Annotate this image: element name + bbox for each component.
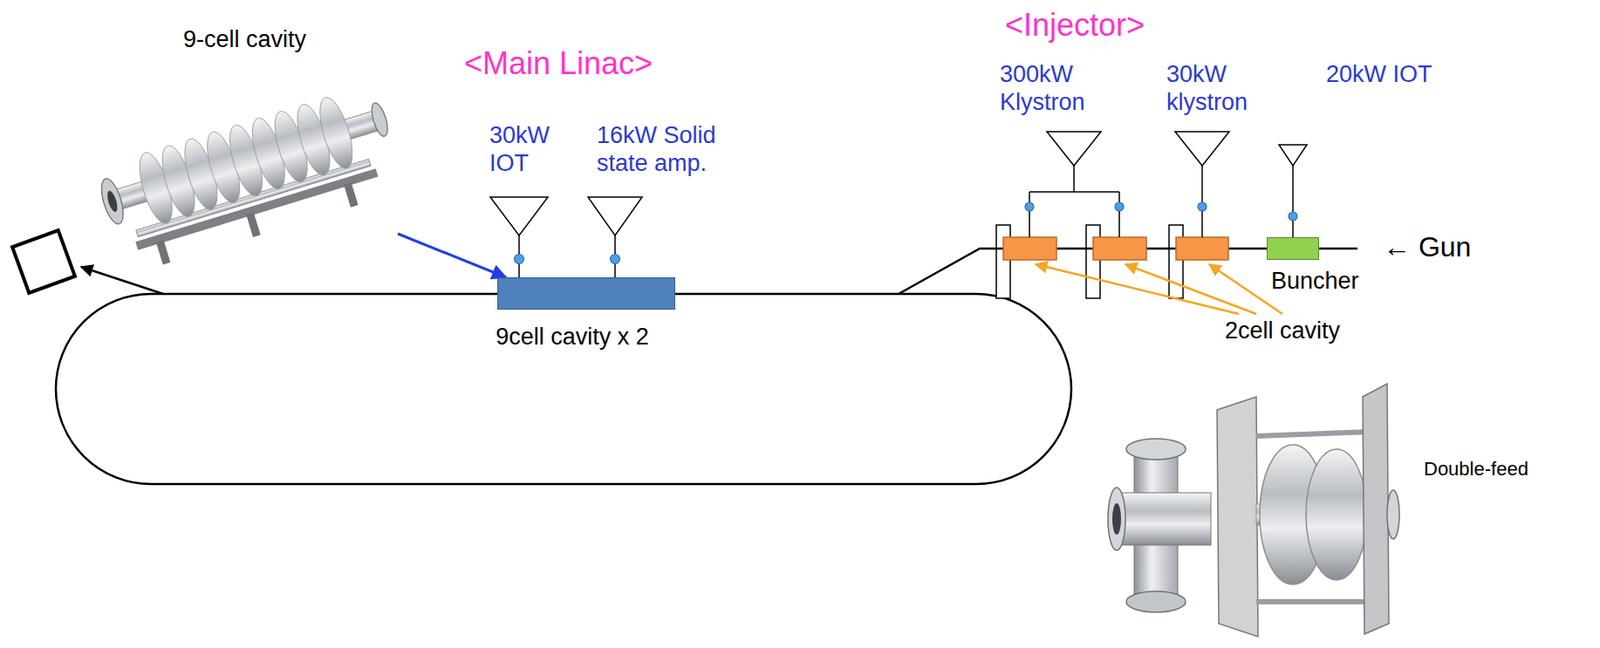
output-target: [12, 230, 76, 294]
amplifier-symbol: 300kW Klystron: [999, 61, 1103, 166]
amplifier-triangle: [1046, 130, 1102, 166]
pointer-arrow-part: [1035, 264, 1239, 315]
beam-loop: [55, 294, 1072, 485]
two-cell-cavity-picture-part: [1362, 383, 1389, 635]
amplifier-triangle: [587, 196, 643, 236]
coupler-dot: [1025, 202, 1207, 212]
amplifier-triangle-outline: [1278, 144, 1307, 166]
pointer-arrow-part: [1125, 264, 1257, 315]
pointer-arrow: [397, 233, 506, 278]
amplifier-triangle-outline: [588, 197, 643, 236]
coupler-dot: [514, 211, 1299, 265]
buncher-cavity: Buncher: [1266, 237, 1320, 260]
amplifier-label: 300kW Klystron: [999, 61, 1101, 117]
amplifier-symbol: 16kW Solid state amp.: [587, 122, 736, 236]
two-cell-cavity-picture-part: [1387, 490, 1400, 540]
nine-cell-cavity-picture-part: [313, 94, 359, 172]
amplifier-triangle-outline: [490, 197, 548, 236]
cavity-photo: 9-cell cavity: [91, 26, 398, 249]
section-title: <Injector>: [1005, 6, 1145, 44]
part-label: 2cell cavity: [1224, 317, 1341, 346]
coupler-dot-part: [1197, 202, 1207, 212]
amplifier-symbol: 30kW IOT: [489, 122, 561, 236]
nine-cell-cavity-picture-part: [105, 189, 120, 213]
photo-caption: Double-feed: [1423, 458, 1529, 481]
amplifier-label: 20kW IOT: [1326, 61, 1433, 89]
coupler-dot-part: [514, 254, 525, 265]
two-cell-cavity-picture-part: [1256, 599, 1372, 605]
coupler-dot-part: [1025, 202, 1034, 212]
nine-cell-cavity-picture-part: [343, 182, 359, 207]
amplifier-symbol: 30kW klystron: [1166, 61, 1267, 166]
amplifier-triangle-outline: [1046, 131, 1101, 166]
coupler-dot-part: [610, 254, 621, 265]
coupler-plate-part: [1169, 225, 1183, 299]
rf-feed-wire: [1029, 165, 1203, 238]
amplifier-label: 30kW IOT: [489, 122, 560, 178]
rf-feed-wire-part: [1201, 165, 1204, 238]
two-cell-cavity-picture-part: [1126, 438, 1186, 460]
two-cell-cavity-picture-part: [1112, 503, 1122, 535]
amplifier-triangle: [1174, 130, 1231, 166]
cavity-label: 9cell cavity x 2: [445, 323, 699, 352]
amplifier-symbol: 20kW IOT: [1278, 61, 1453, 166]
rf-feed-wire-part: [1029, 165, 1120, 238]
source-label: ← Gun: [1382, 231, 1471, 265]
two-cell-cavity-part: [1093, 237, 1147, 260]
main-linac-cavity: 9cell cavity x 2: [497, 277, 676, 310]
two-cell-cavity-picture-part: [1256, 431, 1372, 437]
amplifier-triangle-outline: [1175, 131, 1230, 166]
nine-cell-cavity-picture-part: [369, 101, 391, 138]
coupler-plate-part: [1086, 225, 1101, 299]
coupler-dot-part: [1114, 202, 1124, 212]
extraction-arrow: [81, 266, 164, 295]
two-cell-cavity-picture-part: [1126, 591, 1186, 613]
pointer-arrow: [1035, 264, 1283, 315]
coupler-plate-part: [996, 225, 1011, 299]
amplifier-label: 16kW Solid state amp.: [596, 122, 732, 178]
amplifier-label: 30kW klystron: [1166, 61, 1263, 117]
two-cell-cavity-picture-part: [1305, 449, 1368, 581]
two-cell-cavity-picture-part: [1114, 492, 1211, 546]
two-cell-cavity-picture-part: [1107, 487, 1126, 551]
two-cell-cavity-picture: [1107, 383, 1400, 637]
coupler-dot-part: [1288, 211, 1298, 221]
amplifier-triangle: [489, 196, 549, 236]
rf-feed-line: [1292, 165, 1294, 238]
buncher-label: Buncher: [1271, 267, 1360, 296]
two-cell-cavity: [1003, 237, 1229, 260]
two-cell-cavity-part: [1003, 237, 1057, 260]
nine-cell-cavity-picture-part: [156, 239, 171, 265]
coupler-plate: [996, 225, 1183, 299]
nine-cell-cavity-picture-part: [96, 176, 128, 226]
amplifier-triangle: [1278, 143, 1308, 166]
two-cell-cavity-picture-part: [1217, 396, 1259, 637]
photo-caption: 9-cell cavity: [91, 26, 398, 55]
nine-cell-cavity-picture: [93, 82, 408, 277]
two-cell-cavity-part: [1176, 237, 1229, 260]
cavity-photo: Double-feed: [1103, 370, 1402, 642]
section-title: <Main Linac>: [464, 45, 653, 83]
nine-cell-cavity-picture-part: [246, 211, 261, 237]
